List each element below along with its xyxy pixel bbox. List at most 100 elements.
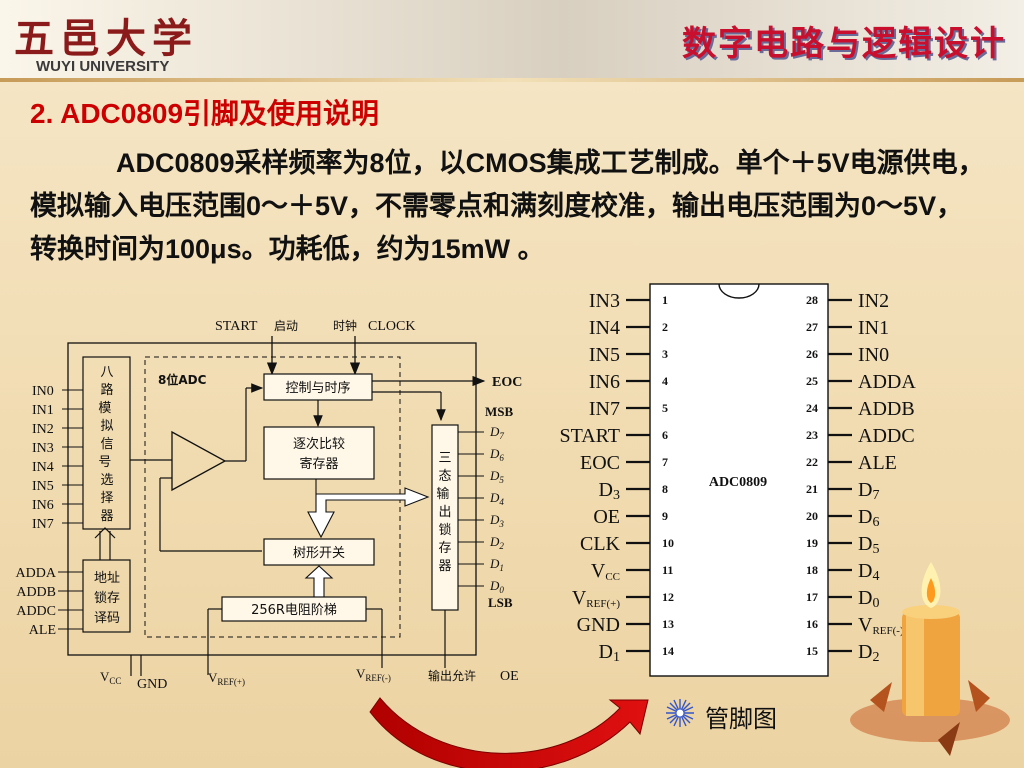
analog-input-6: IN6 (32, 498, 54, 513)
pin-4-label: IN6 (589, 371, 620, 393)
sar-label-line2: 寄存器 (299, 456, 338, 472)
pinout-diagram: ADC0809 1IN32IN43IN54IN65IN76START7EOC8D… (559, 283, 916, 677)
pin-14-label: D1 (599, 641, 620, 665)
pin-2-label: IN4 (589, 317, 620, 339)
pin-22-label: ALE (858, 452, 897, 474)
header-banner: 五邑大学 WUYI UNIVERSITY 数字电路与逻辑设计 (0, 0, 1024, 78)
pin-number-7: 7 (662, 455, 668, 469)
logo-english: WUYI UNIVERSITY (36, 58, 170, 75)
vcc-label: VCC (100, 669, 121, 686)
pin-number-4: 4 (662, 374, 668, 388)
analog-input-1: IN1 (32, 403, 54, 418)
university-logo: 五邑大学 WUYI UNIVERSITY (8, 6, 214, 76)
resistor-ladder-label: 256R电阻阶梯 (251, 603, 337, 618)
pin-3-label: IN5 (589, 344, 620, 366)
section-title: 2. ADC0809引脚及使用说明 (30, 98, 380, 129)
pin-23-label: ADDC (858, 425, 915, 447)
msb-label: MSB (485, 404, 514, 419)
pin-number-27: 27 (806, 320, 818, 334)
starburst-icon (666, 699, 694, 727)
pin-18-label: D4 (858, 560, 879, 584)
control-timing-block (263, 373, 373, 401)
pin-9-label: OE (593, 506, 620, 528)
pin-number-28: 28 (806, 293, 818, 307)
pin-number-1: 1 (662, 293, 668, 307)
pin-15-label: D2 (858, 641, 879, 665)
pin-number-13: 13 (662, 617, 674, 631)
block-diagram: 8位ADC START 启动 时钟 CLOCK 八路模 拟信号 选择器 IN0I… (16, 318, 523, 692)
mux-label: 八路模 拟信号 选择器 (98, 365, 115, 524)
adc-label: 8位ADC (158, 372, 207, 387)
pin-1-label: IN3 (589, 290, 620, 312)
pin-26-label: IN0 (858, 344, 889, 366)
pin-24-label: ADDB (858, 398, 915, 420)
pin-number-14: 14 (662, 644, 674, 658)
pin-13-label: GND (577, 614, 620, 636)
analog-input-5: IN5 (32, 479, 54, 494)
red-curved-arrow (369, 697, 649, 768)
pin-6-label: START (559, 425, 620, 447)
eoc-label: EOC (492, 375, 522, 390)
vref-neg-label: VREF(-) (356, 666, 391, 683)
analog-input-4: IN4 (32, 460, 54, 475)
address-decoder-block (82, 559, 131, 633)
output-d1: D1 (489, 556, 504, 573)
pin-number-16: 16 (806, 617, 818, 631)
output-d6: D6 (489, 446, 504, 463)
start-cn-label: 启动 (274, 319, 298, 333)
pin-16-label: VREF(-) (858, 614, 904, 637)
course-title: 数字电路与逻辑设计 (682, 24, 1006, 64)
pin-number-26: 26 (806, 347, 818, 361)
chip-notch (718, 283, 760, 299)
pin-number-9: 9 (662, 509, 668, 523)
pin-number-12: 12 (662, 590, 674, 604)
chip-name: ADC0809 (709, 475, 767, 490)
pin-number-8: 8 (662, 482, 668, 496)
pin-7-label: EOC (580, 452, 620, 474)
analog-input-2: IN2 (32, 422, 54, 437)
analog-input-3: IN3 (32, 441, 54, 456)
pin-number-2: 2 (662, 320, 668, 334)
output-d2: D2 (489, 534, 504, 551)
start-label: START (215, 319, 258, 334)
pin-21-label: D7 (858, 479, 879, 503)
address-input-ale: ALE (29, 623, 56, 638)
description-paragraph: ADC0809采样频率为8位，以CMOS集成工艺制成。单个＋5V电源供电，模拟输… (30, 148, 985, 264)
logo-chinese: 五邑大学 (14, 15, 198, 62)
pin-27-label: IN1 (858, 317, 889, 339)
pin-number-15: 15 (806, 644, 818, 658)
pinout-caption: 管脚图 (705, 705, 777, 733)
output-latch-block (431, 424, 459, 611)
pin-19-label: D5 (858, 533, 879, 557)
analog-input-7: IN7 (32, 517, 54, 532)
header-divider (0, 78, 1024, 82)
address-input-addc: ADDC (16, 604, 56, 619)
candle-decoration (850, 562, 1010, 756)
output-d0: D0 (489, 578, 504, 595)
pin-17-label: D0 (858, 587, 879, 611)
left-pins: 1IN32IN43IN54IN65IN76START7EOC8D39OE10CL… (559, 290, 674, 665)
pin-number-18: 18 (806, 563, 818, 577)
pin-number-25: 25 (806, 374, 818, 388)
pin-number-21: 21 (806, 482, 818, 496)
pin-number-24: 24 (806, 401, 818, 415)
pin-number-23: 23 (806, 428, 818, 442)
output-d4: D4 (489, 490, 504, 507)
pin-number-10: 10 (662, 536, 674, 550)
gnd-label: GND (137, 677, 167, 692)
output-d3: D3 (489, 512, 504, 529)
pin-10-label: CLK (580, 533, 621, 555)
output-latch-label: 三态输 出锁存器 (436, 451, 453, 574)
tree-switch-block (263, 538, 375, 566)
pin-number-19: 19 (806, 536, 818, 550)
control-timing-label: 控制与时序 (285, 381, 350, 396)
pin-28-label: IN2 (858, 290, 889, 312)
pin-number-5: 5 (662, 401, 668, 415)
pin-11-label: VCC (591, 560, 620, 583)
chip-body (649, 283, 829, 677)
pin-5-label: IN7 (589, 398, 620, 420)
